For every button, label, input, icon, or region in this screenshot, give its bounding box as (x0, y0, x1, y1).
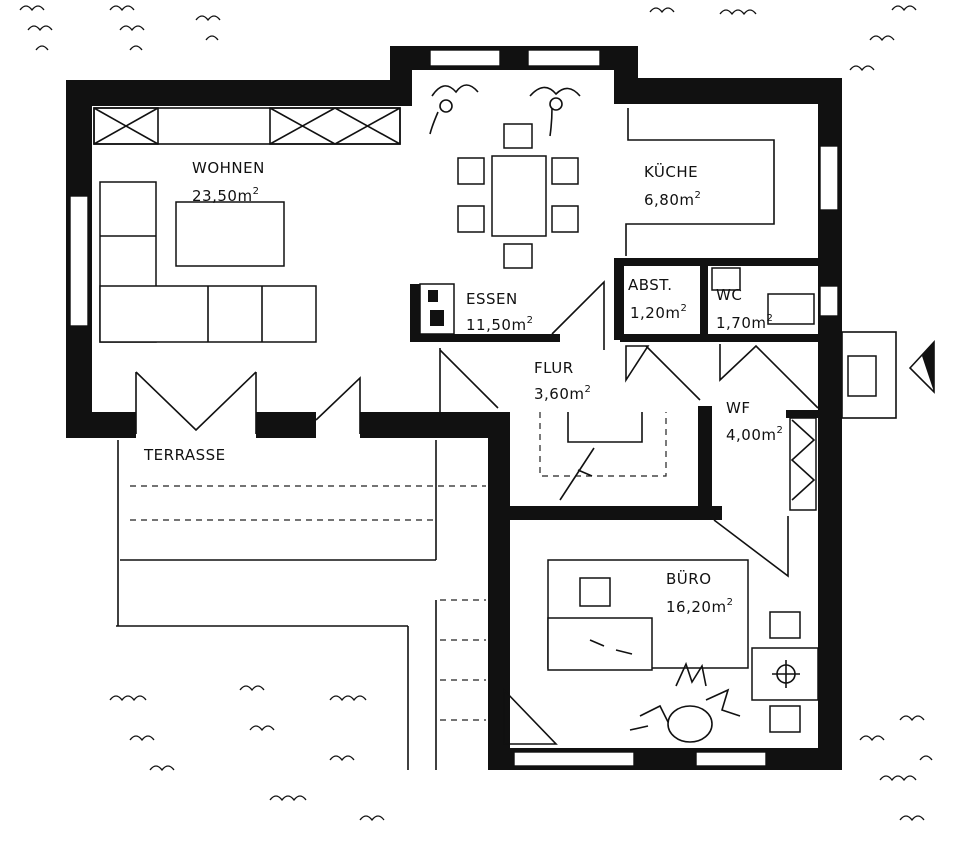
living-top-windows (93, 107, 401, 145)
room-name: WF (726, 399, 750, 417)
room-label-wohnen: WOHNEN 23,50m2 (192, 159, 265, 205)
plant-icon (629, 661, 741, 743)
room-label-abst: ABST. 1,20m2 (628, 276, 687, 322)
sofa (99, 181, 317, 343)
room-area: 3,60m2 (534, 384, 591, 403)
room-area: 23,50m2 (192, 186, 259, 205)
room-area: 16,20m2 (666, 597, 733, 616)
room-area: 4,00m2 (726, 425, 783, 444)
room-area: 6,80m2 (644, 190, 701, 209)
room-label-kueche: KÜCHE 6,80m2 (644, 162, 701, 209)
room-name: WOHNEN (192, 159, 265, 177)
wc-fixtures (711, 267, 815, 325)
plant-icon (429, 84, 581, 137)
room-label-wf: WF 4,00m2 (726, 399, 783, 444)
interior-walls (410, 258, 820, 520)
windows (69, 49, 839, 767)
stair-step (539, 412, 667, 501)
kitchen-counter (625, 108, 775, 256)
wf-cabinet (713, 417, 817, 578)
terrace (116, 440, 486, 770)
room-name: BÜRO (666, 569, 712, 588)
room-label-wc: WC 1,70m2 (716, 286, 773, 332)
tree-icon (19, 5, 933, 822)
room-name: ESSEN (466, 290, 518, 308)
office-furniture (503, 559, 819, 745)
room-label-flur: FLUR 3,60m2 (534, 359, 591, 403)
room-name: FLUR (534, 359, 574, 377)
room-area: 1,70m2 (716, 313, 773, 332)
room-name: WC (716, 286, 742, 304)
terrace-doors (135, 371, 361, 434)
room-name: ABST. (628, 276, 672, 294)
coffee-table (175, 201, 285, 267)
room-label-buero: BÜRO 16,20m2 (666, 569, 733, 616)
flur-doors (439, 280, 819, 412)
terrace-label: TERRASSE (143, 446, 226, 464)
entrance (841, 331, 935, 419)
room-name: KÜCHE (644, 162, 698, 181)
dining-table (457, 123, 579, 269)
room-label-essen: ESSEN 11,50m2 (466, 290, 533, 334)
room-area: 1,20m2 (630, 303, 687, 322)
stove-icon (419, 283, 455, 335)
room-area: 11,50m2 (466, 315, 533, 334)
